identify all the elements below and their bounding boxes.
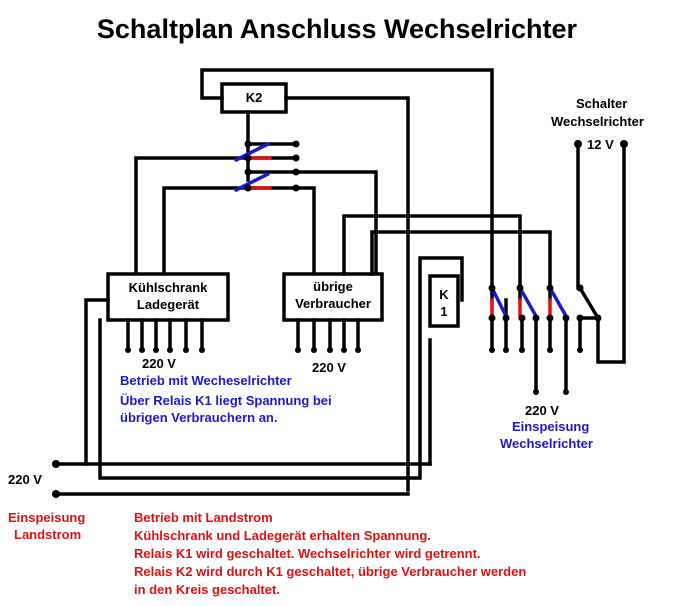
inverter-feed-line1: Einspeisung	[512, 419, 590, 434]
switch-voltage: 12 V	[587, 137, 614, 152]
shore-mode-line1: Kühlschrank und Ladegerät erhalten Spann…	[134, 528, 431, 543]
wire-other-k1	[342, 214, 522, 302]
wire-other-k1-b	[370, 230, 552, 302]
wire-k2-loop	[200, 68, 494, 302]
inverter-voltage: 220 V	[525, 403, 559, 418]
wire-fridge-second	[162, 186, 250, 290]
fridge-voltage: 220 V	[142, 356, 176, 371]
shore-mode-line4: in den Kreis geschaltet.	[134, 582, 280, 597]
relay-k1-label-line1: K	[439, 287, 449, 302]
switch-label-line2: Wechselrichter	[551, 114, 644, 129]
other-box-label-line2: Verbraucher	[295, 296, 371, 311]
page-title: Schaltplan Anschluss Wechselrichter	[96, 14, 578, 44]
fridge-box	[106, 272, 230, 322]
wire-shore-fridge2	[98, 256, 464, 480]
wire-switch-right	[596, 142, 626, 364]
switch-label-line1: Schalter	[576, 96, 628, 111]
switch-lever	[577, 285, 601, 321]
inverter-mode-line2: übrigen Verbrauchern an.	[120, 410, 278, 425]
shore-mode-heading: Betrieb mit Landstrom	[134, 510, 273, 525]
other-box-label-line1: übrige	[313, 279, 353, 294]
wire-k2-lower-right	[294, 186, 316, 290]
shore-feed-line1: Einspeisung	[8, 510, 86, 525]
wire-k2-feed	[284, 96, 410, 492]
shore-voltage: 220 V	[8, 472, 42, 487]
relay-k1-label-line2: 1	[440, 304, 448, 319]
shore-mode-line2: Relais K1 wird geschaltet. Wechselrichte…	[134, 546, 481, 561]
other-voltage: 220 V	[312, 360, 346, 375]
shore-feed-line2: Landstrom	[14, 527, 82, 542]
inverter-mode-heading: Betrieb mit Wecheselrichter	[120, 373, 292, 388]
relay-k2-label: K2	[245, 90, 263, 105]
wire-fridge-feed	[134, 156, 250, 290]
shore-mode-line3: Relais K2 wird durch K1 geschaltet, übri…	[134, 564, 527, 579]
fridge-box-label-line1: Kühlschrank	[128, 280, 208, 295]
wire-shore-line1	[58, 298, 110, 466]
relay-k1-box	[428, 274, 460, 328]
other-box	[282, 272, 384, 322]
inverter-mode-line1: Über Relais K1 liegt Spannung bei	[120, 393, 332, 408]
fridge-box-label-line2: Ladegerät	[136, 297, 200, 312]
inverter-feed-line2: Wechselrichter	[500, 436, 593, 451]
wire-other-box-top	[294, 170, 378, 290]
